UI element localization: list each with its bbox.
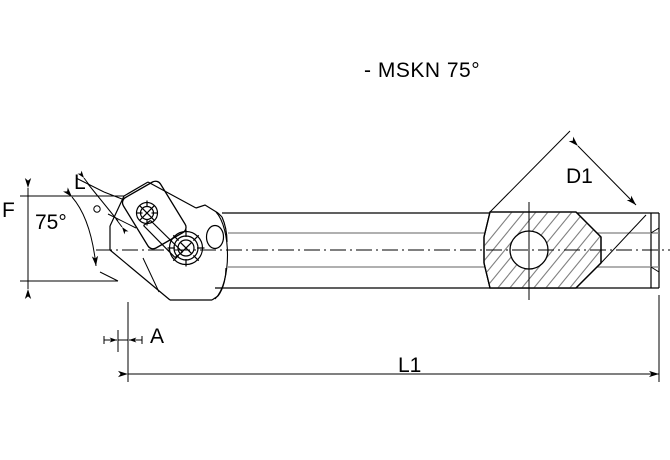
tool-head-outline bbox=[109, 181, 228, 301]
head-flank-reference-line bbox=[99, 257, 160, 293]
dimension-L1 bbox=[118, 295, 660, 382]
dimension-A bbox=[103, 330, 143, 375]
shank-end-chamfer bbox=[650, 227, 660, 273]
shank-section-border bbox=[483, 211, 602, 289]
dimension-L bbox=[75, 170, 137, 235]
dimension-F bbox=[20, 178, 124, 299]
dimension-label-L1: L1 bbox=[398, 354, 422, 377]
dimension-D1 bbox=[489, 130, 647, 264]
dimension-label-D1: D1 bbox=[566, 165, 593, 188]
head-shank-shoulder-arc bbox=[214, 211, 229, 300]
insert-clamp-screw bbox=[135, 200, 159, 226]
dimension-label-L: L bbox=[74, 171, 86, 194]
dimension-label-A: A bbox=[150, 325, 165, 348]
drawing-title: - MSKN 75° bbox=[364, 59, 481, 82]
dimension-label-F: F bbox=[2, 199, 15, 222]
dimension-angle-75 bbox=[63, 187, 101, 267]
dimension-L-leader bbox=[103, 191, 123, 200]
pivot-screw bbox=[167, 229, 205, 267]
cutting-insert bbox=[121, 180, 187, 250]
head-relief-oval bbox=[205, 224, 225, 250]
dimension-label-angle-75: 75° bbox=[35, 211, 67, 234]
